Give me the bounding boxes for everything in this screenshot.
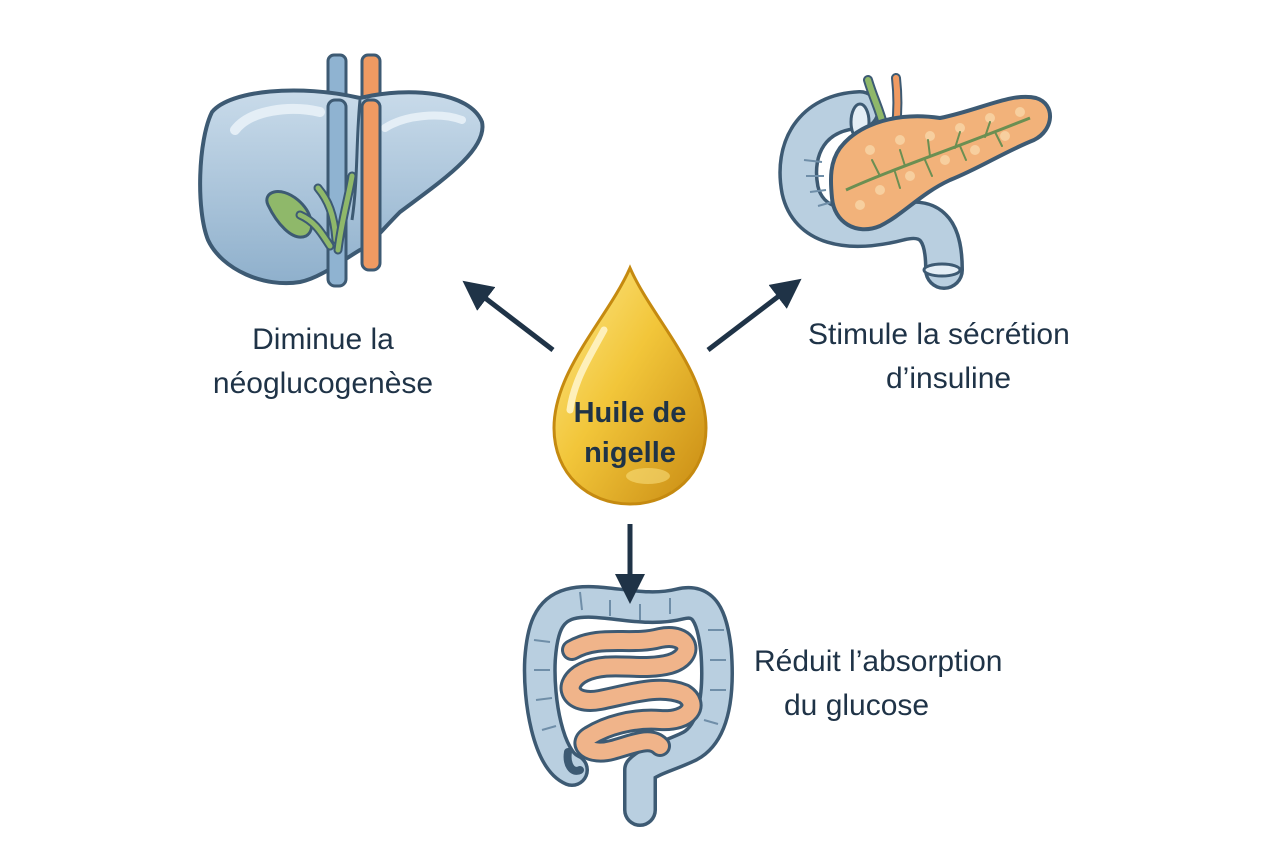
- oil-label-line2: nigelle: [584, 437, 676, 469]
- intestine-effect-line1: Réduit l’absorption: [754, 645, 1003, 678]
- intestine-effect-line2: du glucose: [784, 689, 930, 722]
- pancreas-icon: [778, 73, 1052, 290]
- liver-icon: [198, 53, 485, 288]
- oil-label-line1: Huile de: [573, 397, 687, 429]
- pancreas-effect-caption: Stimule la sécrétion d’insuline: [808, 313, 1138, 401]
- oil-label: Huile de nigelle: [535, 393, 725, 473]
- pancreas-effect-line2: d’insuline: [886, 362, 1012, 395]
- liver-effect-line2: néoglucogenèse: [212, 367, 434, 400]
- arrow-to-pancreas: [706, 278, 802, 352]
- liver-effect-caption: Diminue la néoglucogenèse: [188, 318, 458, 406]
- pancreas-effect-line1: Stimule la sécrétion: [808, 318, 1070, 351]
- intestine-effect-caption: Réduit l’absorption du glucose: [754, 640, 1064, 728]
- liver-effect-line1: Diminue la: [252, 323, 394, 356]
- arrow-to-liver: [462, 280, 555, 352]
- oil-drop-icon: [552, 264, 708, 506]
- intestine-icon: [522, 584, 734, 827]
